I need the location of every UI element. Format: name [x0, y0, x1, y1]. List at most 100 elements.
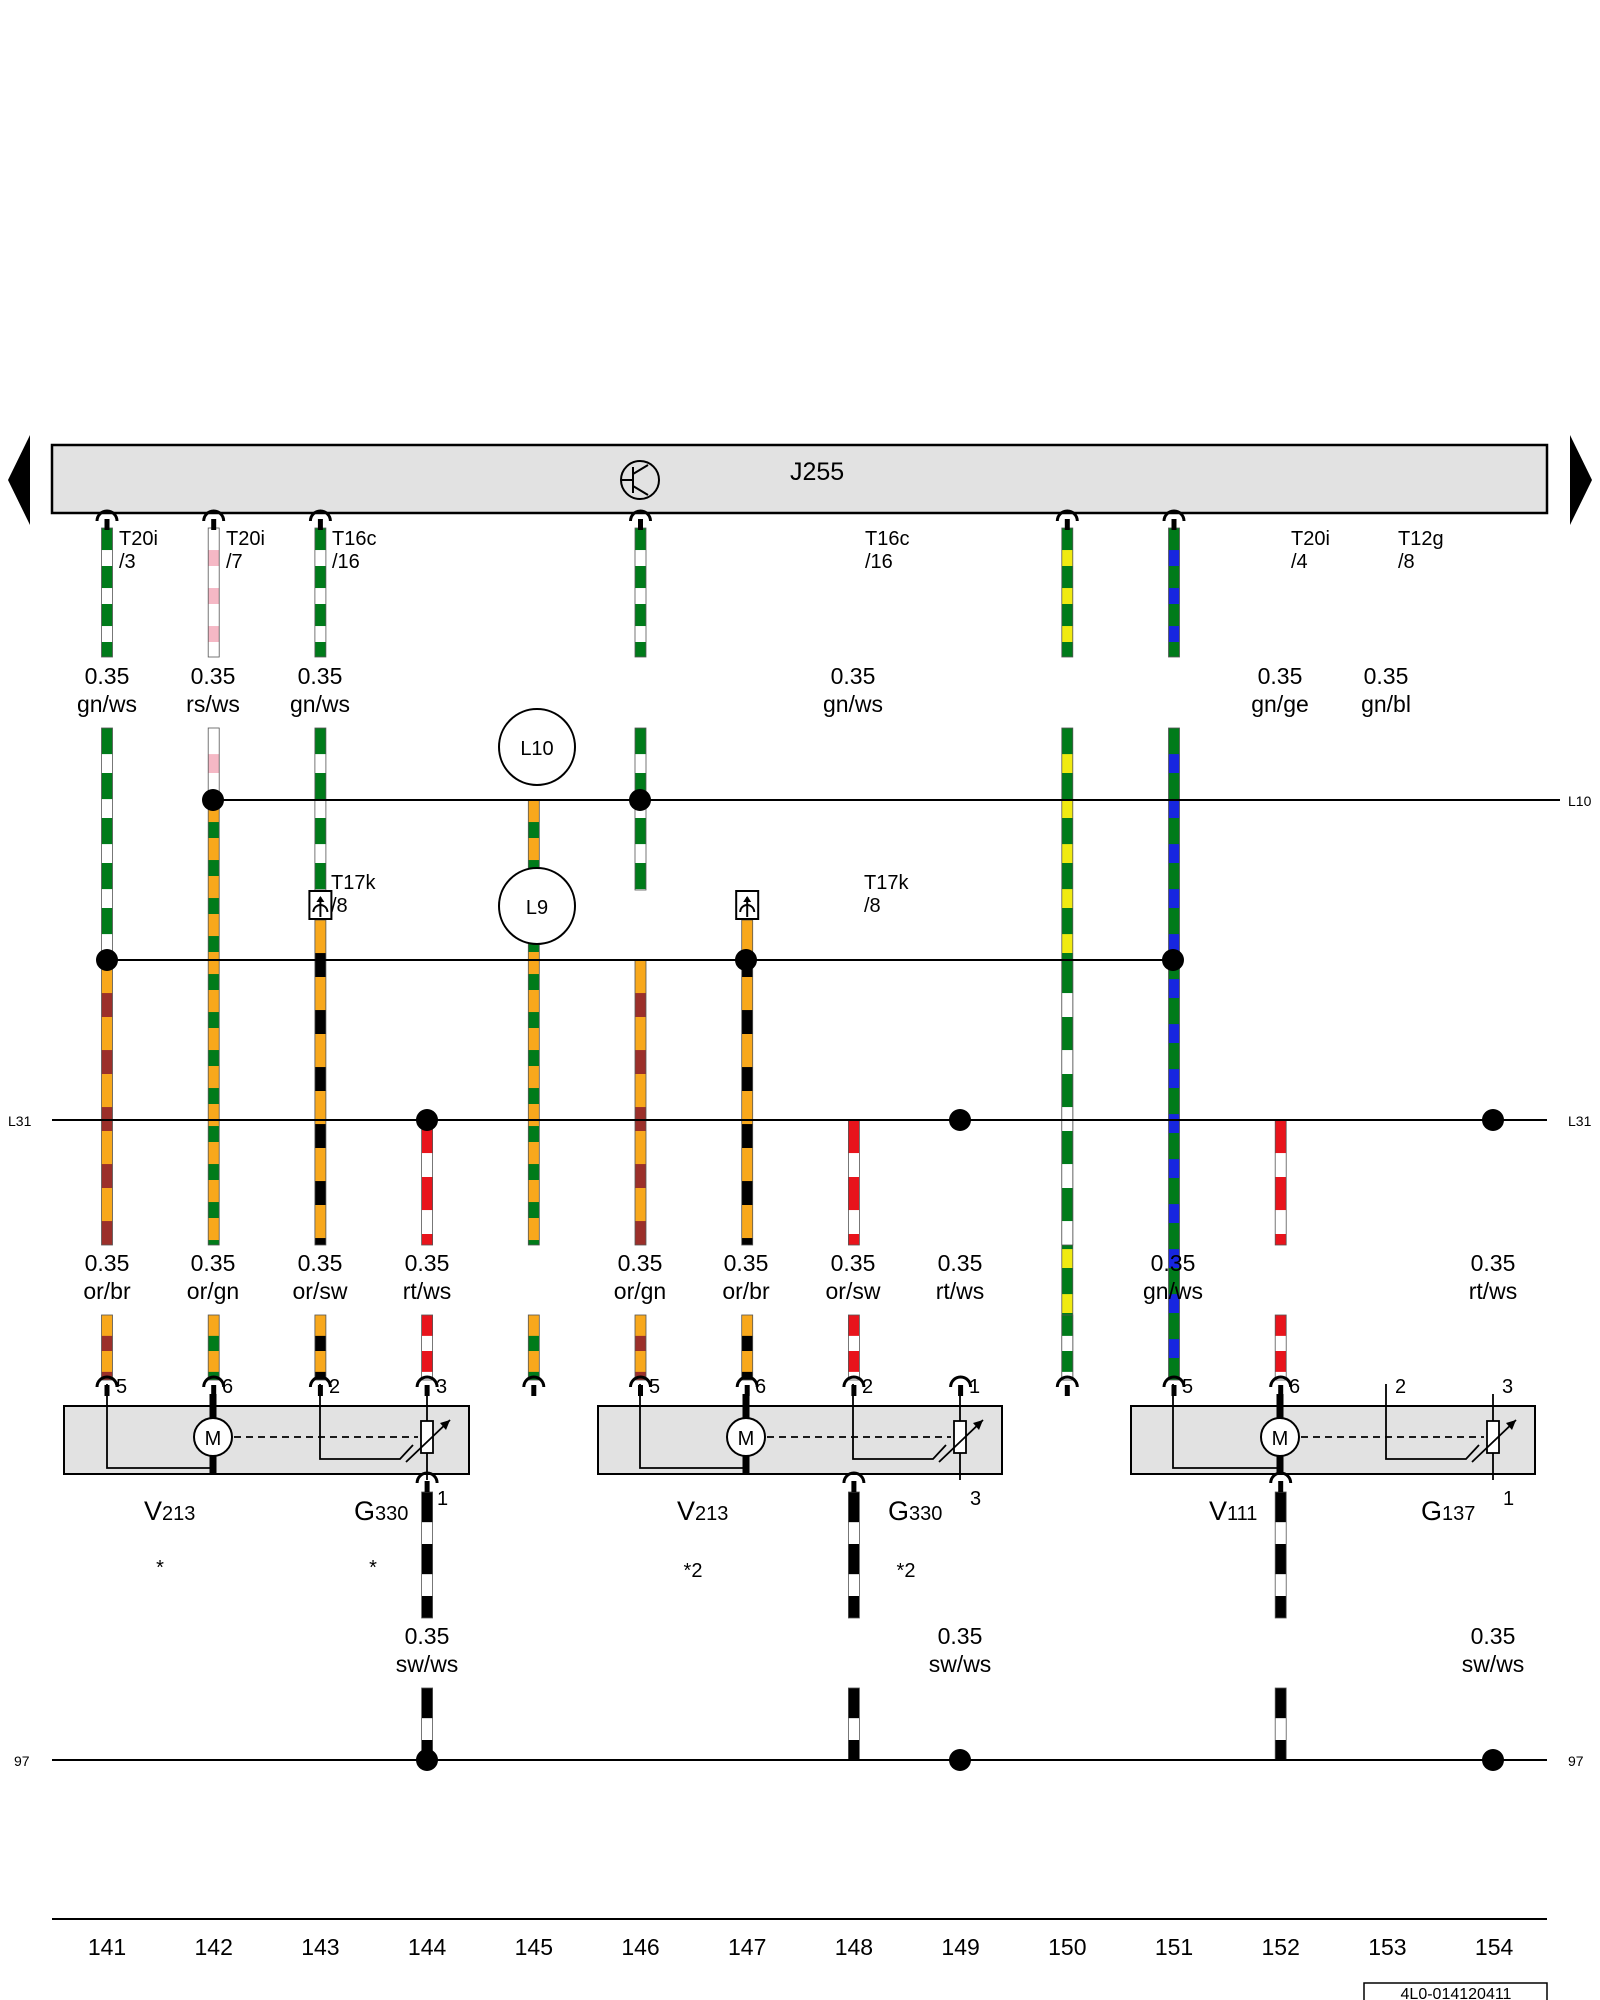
svg-text:T17k: T17k — [331, 872, 376, 894]
splice-dot — [1482, 1749, 1504, 1771]
svg-text:0.35: 0.35 — [831, 1250, 876, 1276]
column-number: 153 — [1368, 1934, 1406, 1960]
column-number: 149 — [941, 1934, 979, 1960]
svg-text:0.35: 0.35 — [191, 663, 236, 689]
actuator-box-2: M — [597, 1384, 1003, 1480]
plug-connector-icon — [95, 509, 119, 530]
svg-text:or/br: or/br — [722, 1278, 770, 1304]
plug-connector-icon — [1269, 1471, 1293, 1492]
plug-connector-icon — [1269, 1375, 1293, 1396]
svg-text:rt/ws: rt/ws — [936, 1278, 985, 1304]
plug-connector-icon — [415, 1375, 439, 1396]
column-number: 148 — [835, 1934, 873, 1960]
plug-layer — [95, 509, 1293, 1492]
svg-text:M: M — [205, 1428, 222, 1450]
bus-circle-label-l10: L10 — [520, 738, 553, 760]
svg-text:T12g: T12g — [1398, 528, 1444, 550]
footnote-marker: *2 — [684, 1560, 703, 1582]
pin-number: 1 — [969, 1376, 980, 1398]
plug-connector-icon — [629, 1375, 652, 1396]
svg-text:gn/ws: gn/ws — [77, 691, 137, 717]
wire-gn-bl — [1168, 527, 1180, 658]
pin-number: 2 — [862, 1376, 873, 1398]
svg-text:/3: /3 — [119, 551, 136, 573]
component-name: G137 — [1421, 1496, 1475, 1526]
wire-gn-ge — [1061, 527, 1074, 658]
connector-label: T17k /8 — [331, 872, 376, 917]
svg-text:0.35: 0.35 — [298, 1250, 343, 1276]
prev-page-arrow[interactable] — [8, 435, 30, 525]
wire-gn-ws — [314, 527, 327, 658]
svg-text:0.35: 0.35 — [1471, 1250, 1516, 1276]
wire-sw-ws — [1274, 1491, 1287, 1619]
column-number: 146 — [621, 1934, 659, 1960]
wire-or-sw — [314, 919, 327, 1246]
plug-connector-icon — [522, 1375, 546, 1396]
svg-text:gn/bl: gn/bl — [1361, 691, 1411, 717]
plug-connector-icon — [1162, 509, 1186, 530]
side-label-l10: L10 — [1568, 793, 1592, 809]
side-label-ground-right: 97 — [1568, 1753, 1584, 1769]
svg-text:0.35: 0.35 — [1364, 663, 1409, 689]
wire-or-br — [634, 959, 647, 1246]
plug-connector-icon — [202, 509, 226, 530]
pin-number: 3 — [970, 1488, 981, 1510]
wire-gn-ws — [1061, 1314, 1074, 1381]
column-number: 142 — [195, 1934, 233, 1960]
actuator-box-1: M — [63, 1384, 470, 1480]
next-page-arrow[interactable] — [1570, 435, 1592, 525]
component-name: G330 — [354, 1496, 408, 1526]
svg-text:or/sw: or/sw — [826, 1278, 881, 1304]
wire-or-sw — [314, 1314, 327, 1381]
wire-sw-ws — [848, 1687, 860, 1761]
bus-circle-label-l9: L9 — [526, 897, 548, 919]
plug-connector-icon — [842, 1375, 866, 1396]
connector-label: T20i /3 — [119, 528, 158, 573]
svg-text:V111: V111 — [1209, 1496, 1257, 1526]
svg-text:sw/ws: sw/ws — [396, 1651, 459, 1677]
wire-gn-bl — [1168, 727, 1180, 1381]
svg-text:M: M — [1272, 1428, 1289, 1450]
wire-rt-ws — [848, 1119, 860, 1246]
svg-text:M: M — [738, 1428, 755, 1450]
column-number: 152 — [1262, 1934, 1300, 1960]
svg-text:0.35: 0.35 — [85, 663, 130, 689]
svg-text:0.35: 0.35 — [85, 1250, 130, 1276]
bus-circle-l10 — [498, 708, 576, 786]
svg-text:0.35: 0.35 — [618, 1250, 663, 1276]
splice-dot — [416, 1749, 438, 1771]
column-number: 143 — [301, 1934, 339, 1960]
svg-text:/8: /8 — [1398, 551, 1415, 573]
wire-or-gn — [527, 799, 540, 1246]
footnote-marker: * — [156, 1557, 164, 1579]
svg-text:/8: /8 — [331, 895, 348, 917]
wire-or-br — [101, 1314, 113, 1381]
plug-connector-icon — [1055, 509, 1079, 530]
splice-dot — [735, 949, 757, 971]
motor-symbol — [193, 1417, 233, 1457]
svg-text:rt/ws: rt/ws — [403, 1278, 452, 1304]
pin-number: 6 — [755, 1376, 766, 1398]
diagram-reference-box — [1363, 1982, 1548, 2000]
svg-text:V213: V213 — [677, 1496, 728, 1526]
svg-text:/7: /7 — [226, 551, 243, 573]
pin-number: 1 — [1503, 1488, 1514, 1510]
splice-dot — [949, 1109, 971, 1131]
svg-text:T20i: T20i — [1291, 528, 1330, 550]
side-label-l31-right: L31 — [1568, 1113, 1592, 1129]
svg-text:gn/ws: gn/ws — [823, 691, 883, 717]
plug-connector-icon — [202, 1375, 226, 1396]
wire-or-gn — [527, 1314, 540, 1381]
plug-connector-icon — [308, 1375, 332, 1396]
wire-sw-ws — [848, 1491, 860, 1619]
wire-gn-ws — [314, 727, 327, 891]
